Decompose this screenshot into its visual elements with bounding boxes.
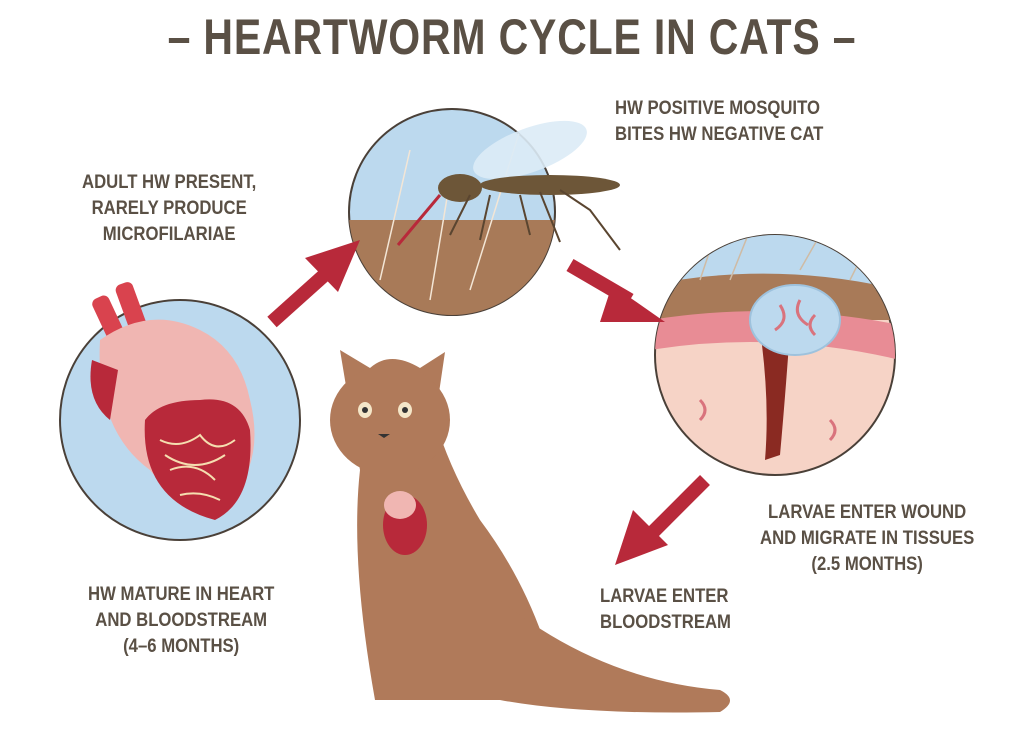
mosquito-icon: [396, 120, 621, 251]
label-line: (4–6 MONTHS): [123, 636, 240, 657]
arrow-to-mosquito: [267, 240, 360, 328]
arrow-to-bloodstream: [615, 475, 710, 565]
label-line: BLOODSTREAM: [600, 612, 731, 633]
page-title: – HEARTWORM CYCLE IN CATS –: [167, 9, 857, 65]
label-line: BITES HW NEGATIVE CAT: [615, 124, 824, 145]
label-line: AND MIGRATE IN TISSUES: [760, 528, 975, 549]
label-line: HW MATURE IN HEART: [88, 584, 275, 605]
cat-illustration: [330, 350, 730, 713]
label-line: RARELY PRODUCE: [91, 198, 247, 219]
cycle-arrows: [267, 240, 710, 565]
skin-circle: [654, 234, 896, 476]
label-line: MICROFILARIAE: [102, 224, 236, 245]
label-larvae-bloodstream: LARVAE ENTER BLOODSTREAM: [600, 584, 731, 636]
label-larvae-wound: LARVAE ENTER WOUND AND MIGRATE IN TISSUE…: [760, 500, 974, 578]
label-line: LARVAE ENTER: [600, 586, 729, 607]
label-line: LARVAE ENTER WOUND: [768, 502, 967, 523]
mosquito-circle: [348, 108, 621, 316]
label-line: HW POSITIVE MOSQUITO: [615, 98, 820, 119]
heart-icon: [90, 282, 255, 520]
arrow-to-skin: [566, 258, 665, 322]
label-line: AND BLOODSTREAM: [95, 610, 268, 631]
label-line: (2.5 MONTHS): [811, 554, 923, 575]
label-hw-mature: HW MATURE IN HEART AND BLOODSTREAM (4–6 …: [88, 582, 274, 660]
label-mosquito-bite: HW POSITIVE MOSQUITO BITES HW NEGATIVE C…: [615, 96, 823, 148]
label-line: ADULT HW PRESENT,: [82, 172, 257, 193]
label-adult-hw: ADULT HW PRESENT, RARELY PRODUCE MICROFI…: [82, 170, 256, 248]
heart-circle: [59, 282, 301, 541]
